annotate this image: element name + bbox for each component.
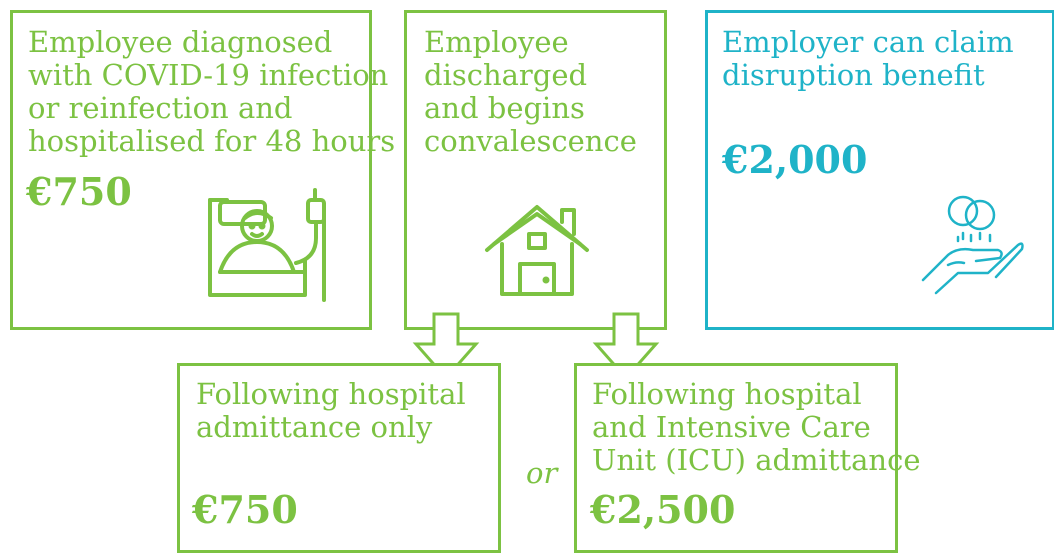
house-icon — [485, 205, 589, 296]
icu-admittance-text: Following hospital and Intensive Care Un… — [592, 377, 921, 477]
box-discharge — [404, 10, 667, 330]
hospital-bed-patient-icon — [208, 188, 326, 302]
or-connector: or — [526, 456, 558, 490]
down-arrow-left — [412, 312, 480, 381]
hospitalisation-amount: €750 — [26, 169, 132, 214]
employer-benefit-text: Employer can claim disruption benefit — [722, 25, 1014, 92]
down-arrow-right — [592, 312, 660, 381]
employer-benefit-amount: €2,000 — [722, 137, 868, 182]
icu-admittance-amount: €2,500 — [590, 487, 736, 532]
hand-coins-icon — [921, 195, 1024, 295]
box-icu-admittance — [574, 363, 898, 553]
hospital-admittance-text: Following hospital admittance only — [196, 377, 466, 444]
box-hospital-admittance — [177, 363, 501, 553]
hospital-admittance-amount: €750 — [192, 487, 298, 532]
hospitalisation-text: Employee diagnosed with COVID-19 infecti… — [28, 25, 396, 158]
box-hospitalisation — [10, 10, 372, 330]
discharge-text: Employee discharged and begins convalesc… — [424, 25, 637, 158]
